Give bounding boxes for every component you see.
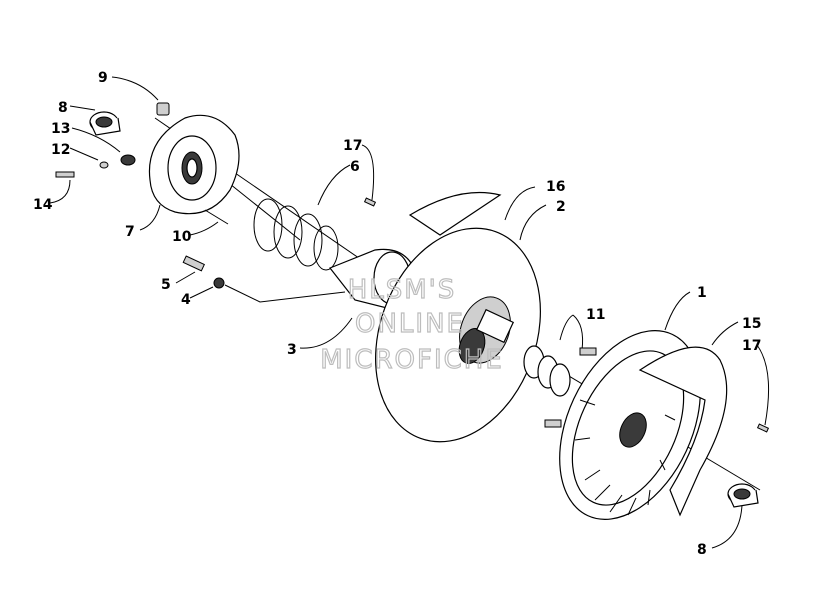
label-8-top: 8	[58, 100, 68, 116]
label-3: 3	[287, 342, 297, 358]
watermark: HLSM'S ONLINE MICROFICHE	[320, 274, 504, 375]
label-7: 7	[125, 224, 135, 240]
label-15: 15	[742, 316, 761, 332]
label-2: 2	[556, 199, 566, 215]
watermark-line-2: ONLINE	[355, 309, 465, 339]
fan-sheave-1	[544, 330, 701, 520]
spring-6	[253, 198, 339, 271]
pin-10	[204, 209, 229, 225]
label-14: 14	[33, 197, 53, 213]
label-9: 9	[98, 70, 108, 86]
screws-17	[363, 197, 770, 433]
watermark-line-1: HLSM'S	[348, 275, 457, 305]
label-4: 4	[181, 292, 191, 308]
label-8-bottom: 8	[697, 542, 707, 558]
bolt-5	[182, 255, 205, 272]
label-6: 6	[350, 159, 360, 175]
cover-15	[638, 346, 728, 517]
label-13: 13	[51, 121, 70, 137]
label-5: 5	[161, 277, 171, 293]
label-12: 12	[51, 142, 70, 158]
label-17-top: 17	[343, 138, 362, 154]
label-11: 11	[586, 307, 605, 323]
bushing-8-top	[89, 111, 121, 136]
cover-16	[408, 191, 502, 236]
label-17-bottom: 17	[742, 338, 761, 354]
nut-4	[213, 277, 225, 289]
washers-11	[523, 345, 571, 397]
label-10: 10	[172, 229, 192, 245]
bushing-8-bottom	[727, 483, 759, 508]
label-1: 1	[697, 285, 707, 301]
small-hardware	[55, 154, 136, 178]
nut-9	[156, 102, 170, 116]
watermark-line-3: MICROFICHE	[320, 345, 504, 375]
label-16: 16	[546, 179, 565, 195]
callout-labels: 9 8 13 12 14 7 10 5 4 17 6 3 16 2 11 1 1…	[33, 70, 761, 558]
back-plate-7	[148, 114, 240, 215]
sheave-2	[375, 227, 541, 443]
